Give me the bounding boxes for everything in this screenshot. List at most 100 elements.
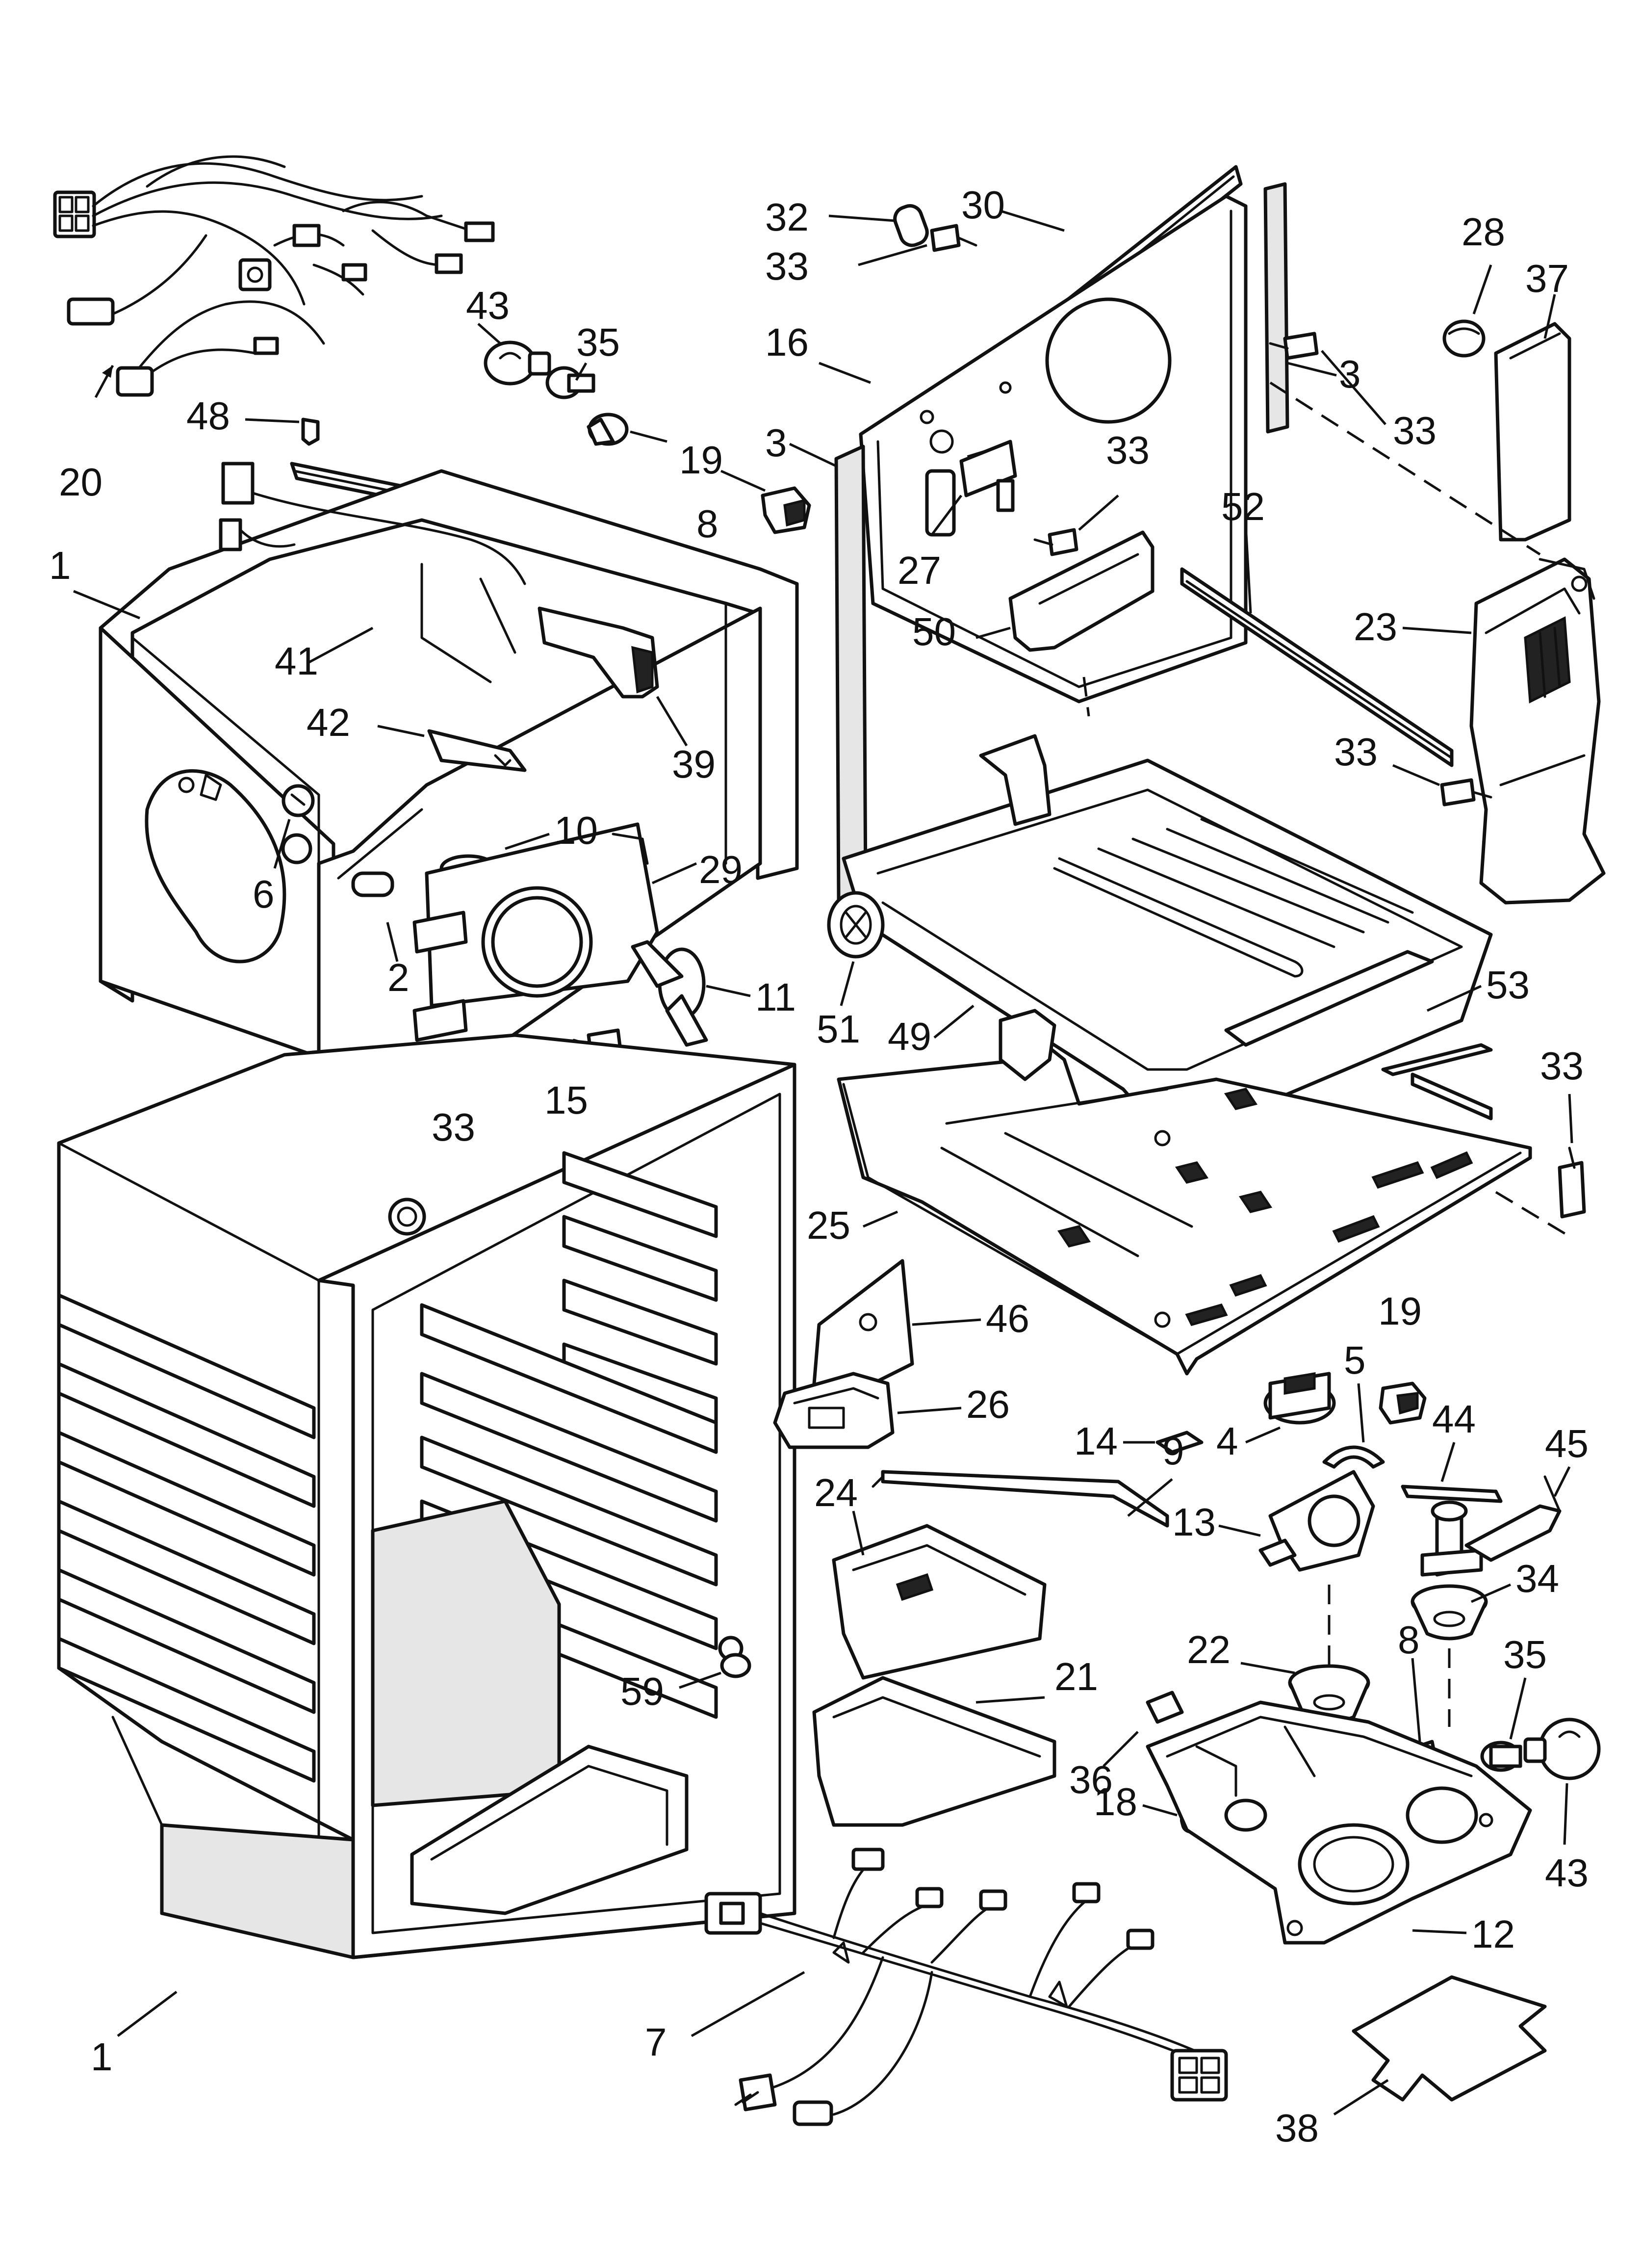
- callout-33-low: 33: [1540, 1044, 1584, 1088]
- cup-34: [1411, 1584, 1488, 1641]
- callout-33: 33: [432, 1105, 475, 1149]
- insulation-sheet-38: [1352, 1975, 1547, 2102]
- wire-41: [219, 462, 526, 585]
- callout-7: 7: [645, 2020, 667, 2064]
- bulb-43-bottom: [1523, 1718, 1601, 1780]
- chute-37: [1494, 322, 1571, 542]
- clip-19-top: [761, 486, 811, 534]
- handle-50: [1008, 530, 1155, 652]
- lever-44: [1401, 1485, 1503, 1577]
- callout-1-lower: 1: [91, 2035, 113, 2079]
- callout-38: 38: [1275, 2106, 1319, 2150]
- screw-33-right-low: [1558, 1147, 1586, 1219]
- arc-5: [1322, 1445, 1385, 1469]
- callout-2: 2: [387, 956, 410, 999]
- fan-blade-11: [631, 940, 708, 1047]
- bulb-43-top: [484, 340, 551, 386]
- callout-3: 3: [765, 421, 787, 465]
- freezer-floor-25: [837, 1009, 1532, 1376]
- callout-5: 5: [1344, 1338, 1366, 1382]
- callout-33-mid: 33: [1334, 730, 1378, 774]
- bracket-13: [1258, 1470, 1375, 1572]
- callout-30: 30: [961, 183, 1005, 227]
- callout-15: 15: [544, 1078, 588, 1122]
- bushing-32: [893, 204, 929, 247]
- callout-9: 9: [1162, 1429, 1184, 1473]
- screw-33-top: [930, 224, 977, 252]
- gasket-3-left: [834, 444, 868, 902]
- housing-26: [773, 1372, 895, 1449]
- callout-43-lower: 43: [1545, 1851, 1589, 1895]
- callout-29: 29: [699, 848, 743, 891]
- callout-6: 6: [253, 872, 275, 916]
- callout-labels: 20 48 43 35 8 1 41 39 42 6 10 29 2 11 15…: [49, 183, 1589, 2150]
- callout-49: 49: [888, 1015, 931, 1058]
- air-duct-39: [538, 606, 659, 699]
- screw-33-right-top: [1269, 332, 1319, 360]
- callout-19: 19: [679, 438, 723, 482]
- bracket-29: [425, 822, 659, 1008]
- callout-34: 34: [1515, 1557, 1559, 1600]
- wire-harness-20: [53, 155, 495, 397]
- cup-22: [1288, 1664, 1370, 1724]
- callout-28: 28: [1462, 210, 1505, 254]
- rail-53: [1381, 1043, 1493, 1121]
- callout-21: 21: [1054, 1655, 1098, 1698]
- callout-18: 18: [1094, 1780, 1137, 1824]
- callout-59: 59: [620, 1669, 664, 1713]
- callout-27: 27: [898, 548, 941, 592]
- callout-24: 24: [814, 1471, 858, 1514]
- callout-35-lower: 35: [1503, 1633, 1547, 1676]
- callout-39: 39: [672, 742, 716, 786]
- callout-33-right: 33: [1393, 409, 1437, 452]
- rail-52: [1180, 567, 1454, 767]
- callout-1: 1: [49, 544, 71, 587]
- callout-25: 25: [807, 1203, 850, 1247]
- callout-4: 4: [1216, 1419, 1238, 1463]
- callout-22: 22: [1187, 1628, 1231, 1671]
- callout-8: 8: [696, 502, 718, 546]
- shroud-24: [832, 1524, 1047, 1680]
- cap-28: [1442, 319, 1486, 358]
- clip-19-bottom: [1379, 1382, 1427, 1425]
- callout-11: 11: [755, 975, 796, 1019]
- screw-33-panel: [1033, 528, 1078, 556]
- callout-33-top: 33: [765, 244, 809, 288]
- callout-35: 35: [576, 320, 620, 364]
- callout-3-right: 3: [1339, 352, 1361, 396]
- callout-50: 50: [912, 610, 956, 653]
- callout-52: 52: [1221, 485, 1265, 528]
- callout-51: 51: [817, 1007, 860, 1051]
- socket-35-top: [545, 366, 595, 399]
- callout-26: 26: [966, 1382, 1010, 1426]
- switch-8-top: [587, 413, 629, 446]
- power-harness-7: [704, 1848, 1228, 2126]
- callout-20: 20: [59, 460, 103, 504]
- plate-42: [427, 729, 527, 772]
- shroud-21: [812, 1676, 1056, 1827]
- rod-9: [872, 1470, 1169, 1528]
- dispenser-housing-12: [1146, 1700, 1532, 1945]
- callout-12: 12: [1471, 1912, 1515, 1956]
- callout-23: 23: [1354, 605, 1397, 649]
- grommet-59: [720, 1653, 751, 1678]
- clip-14: [1155, 1431, 1204, 1454]
- callout-36: 36: [1069, 1758, 1113, 1801]
- label-36: [1146, 1691, 1184, 1724]
- callout-45: 45: [1545, 1422, 1589, 1465]
- gasket-3-right: [1263, 182, 1289, 434]
- fresh-food-liner-1: [57, 1033, 796, 1959]
- callout-46: 46: [986, 1297, 1029, 1340]
- callout-41: 41: [275, 639, 318, 683]
- callout-53: 53: [1486, 963, 1530, 1007]
- ice-bucket-auger-23: [1469, 557, 1606, 905]
- freezer-shelf-49: [842, 734, 1493, 1130]
- callout-48: 48: [186, 394, 230, 438]
- callout-19-lower: 19: [1378, 1289, 1422, 1333]
- spacer-2: [351, 871, 468, 1042]
- callout-16: 16: [765, 320, 809, 364]
- wheel-51: [827, 891, 885, 959]
- callout-13: 13: [1172, 1500, 1216, 1544]
- screw-33-mid: [1440, 778, 1492, 807]
